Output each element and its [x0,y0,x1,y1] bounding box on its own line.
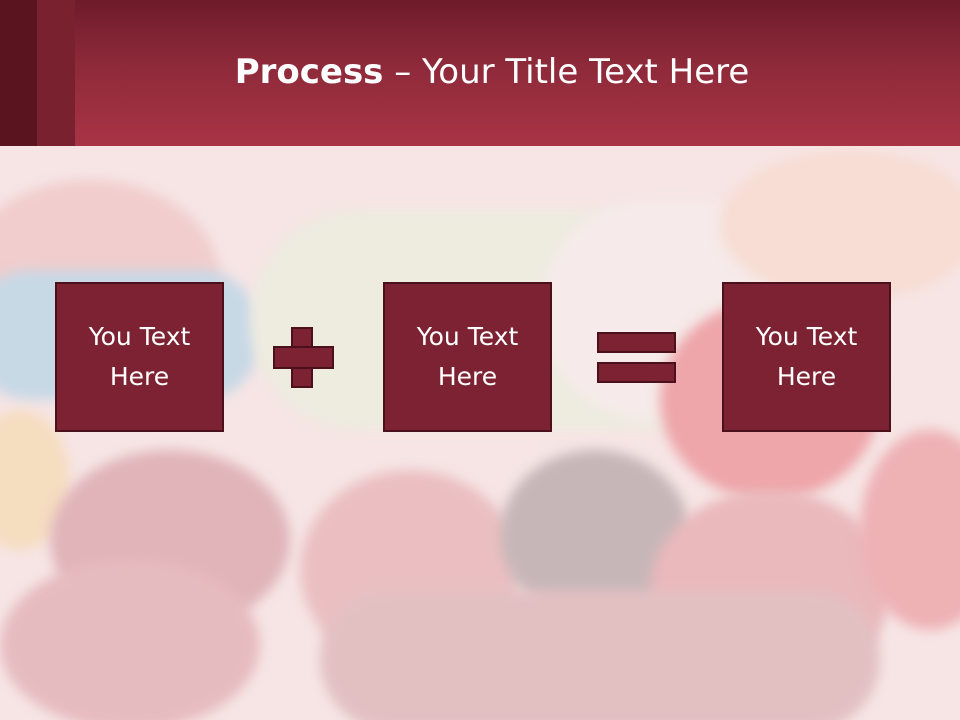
accent-strip [0,0,37,146]
process-step-1[interactable]: You Text Here [55,282,224,432]
step-label: You Text Here [416,322,519,391]
title-bar: Process – Your Title Text Here [0,0,960,146]
step-label: You Text Here [88,322,191,391]
accent-strip [37,0,75,146]
title-bold: Process [234,52,384,92]
slide-title: Process – Your Title Text Here [0,52,960,92]
title-rest: – Your Title Text Here [383,52,750,92]
process-step-3[interactable]: You Text Here [722,282,891,432]
step-label: You Text Here [755,322,858,391]
process-step-2[interactable]: You Text Here [383,282,552,432]
